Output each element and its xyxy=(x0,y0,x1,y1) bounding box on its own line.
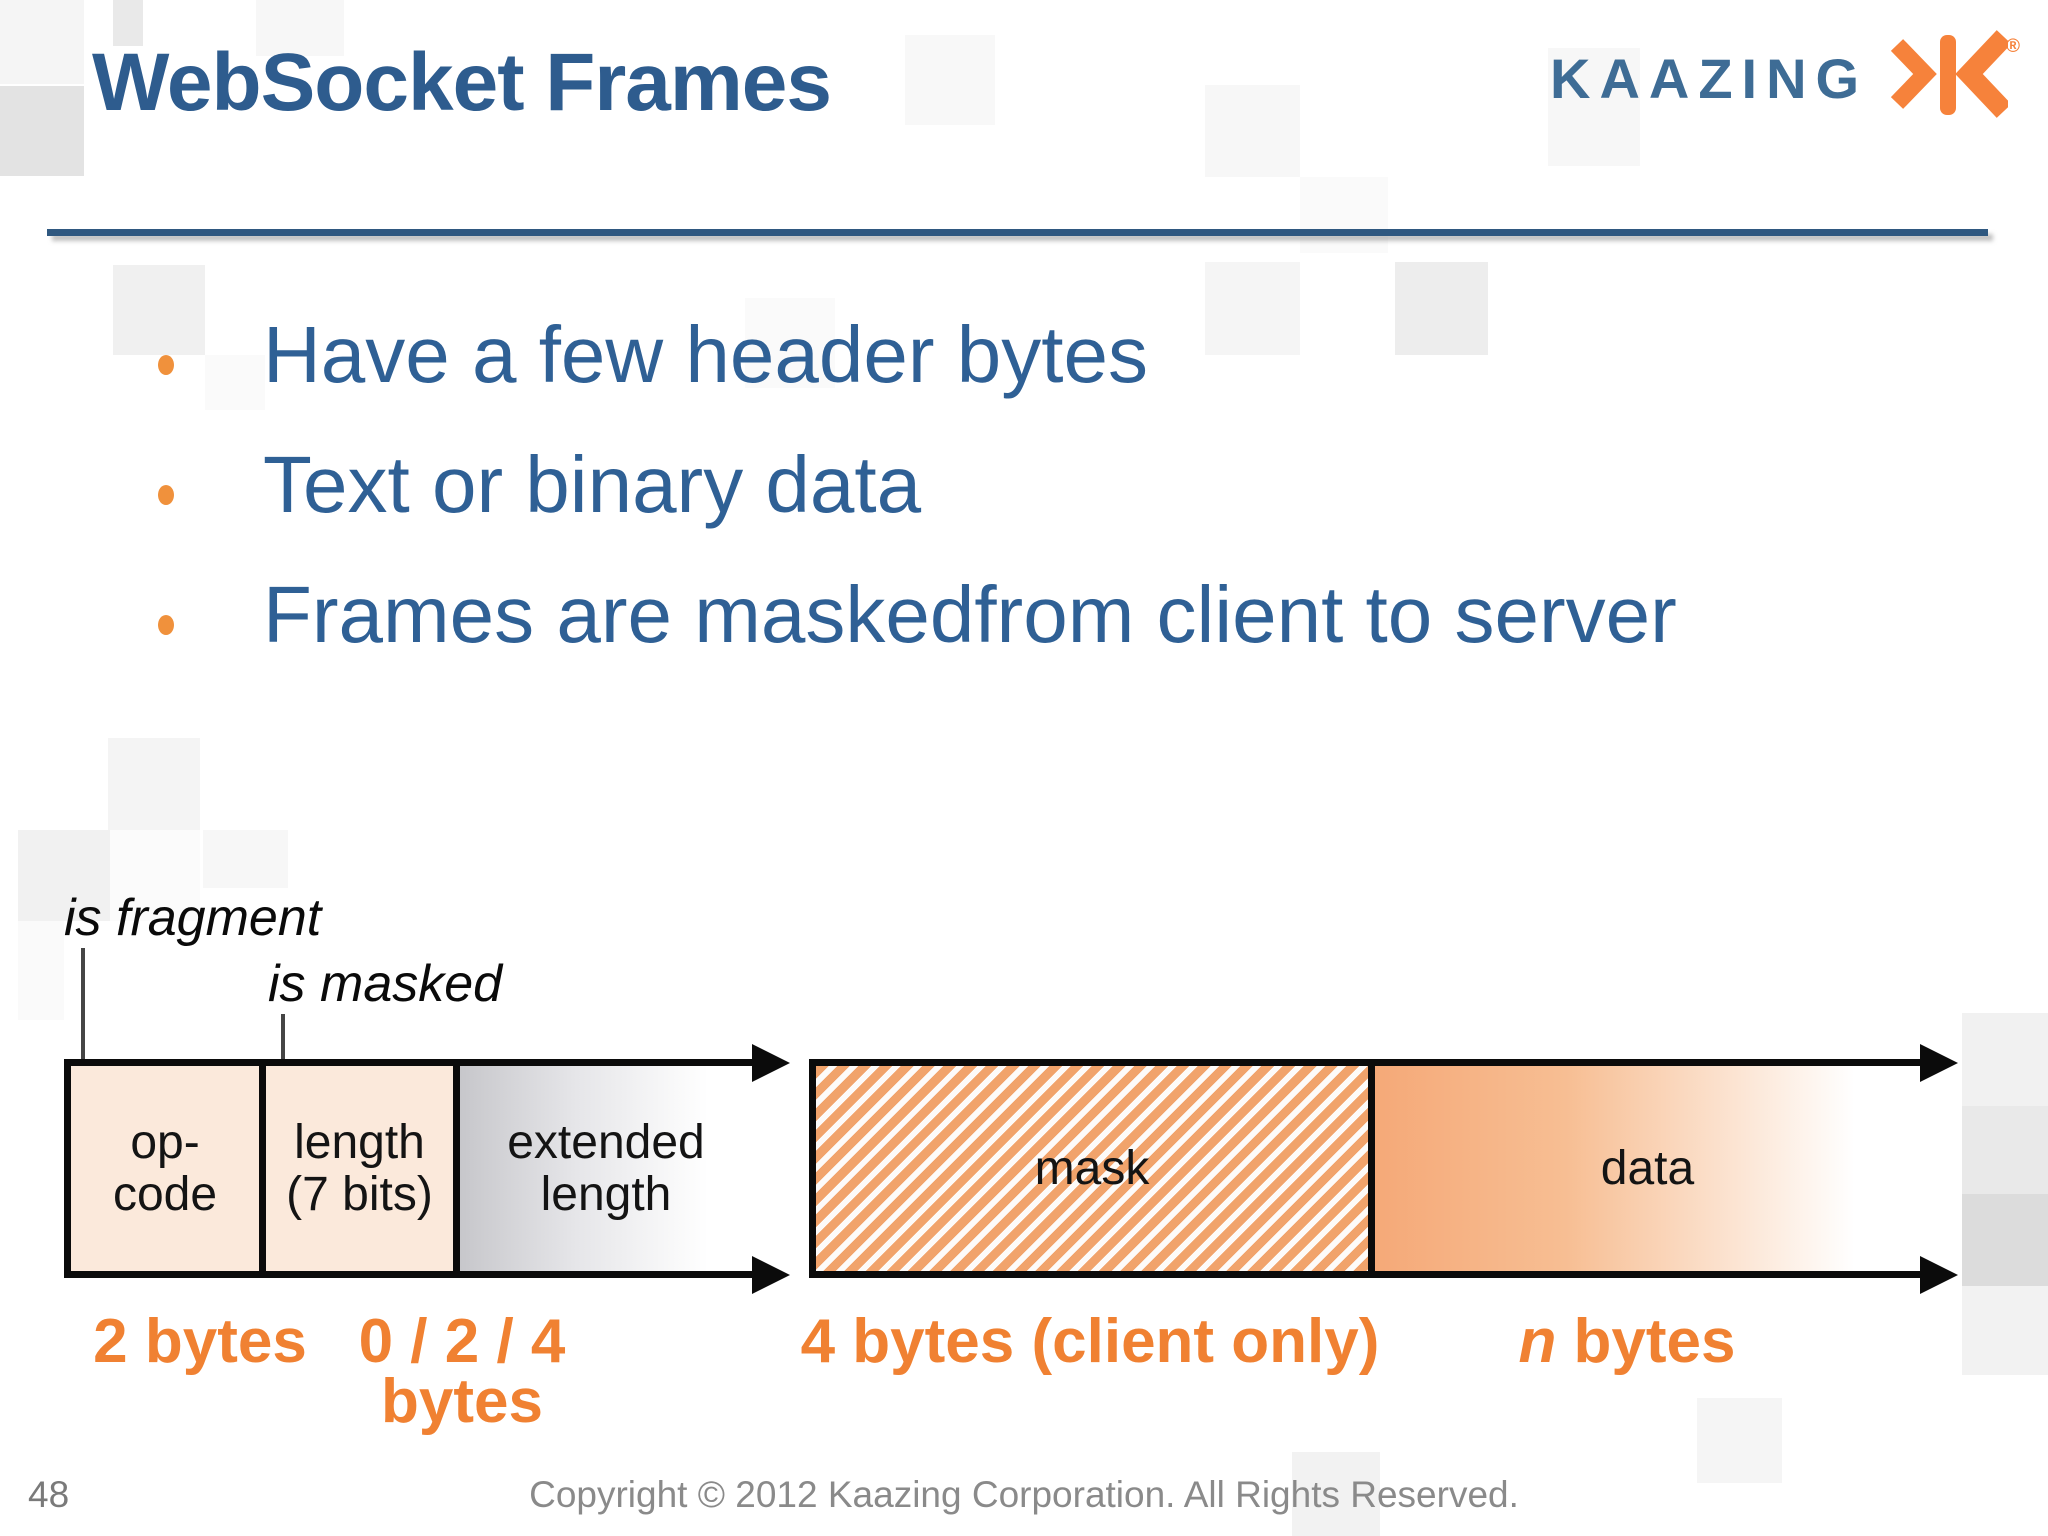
bullet-item: Have a few header bytes xyxy=(150,313,1970,423)
bg-square xyxy=(1962,1194,2048,1286)
bg-square xyxy=(256,0,344,56)
page-number: 48 xyxy=(28,1474,70,1515)
length-extended-divider xyxy=(453,1059,460,1278)
bullet-item: Text or binary data xyxy=(150,443,1970,553)
bullet-item: Frames are maskedfrom client to server xyxy=(150,573,1970,683)
divider-line xyxy=(47,229,1988,236)
bullet-text: Frames are maskedfrom client to server xyxy=(263,570,1677,659)
bg-square xyxy=(108,738,200,830)
field-mask-label: mask xyxy=(1034,1141,1150,1195)
callout-is-masked: is masked xyxy=(268,955,503,1013)
header-left-border xyxy=(64,1059,71,1278)
payload-bottom-line xyxy=(809,1271,1920,1278)
arrow-right-icon xyxy=(1920,1256,1958,1294)
field-extended-label: extended xyxy=(507,1115,705,1169)
bg-square xyxy=(1962,1013,2048,1106)
size-label-extended-line2: bytes xyxy=(381,1367,543,1436)
callout-line-fragment xyxy=(81,948,85,1062)
callout-is-fragment: is fragment xyxy=(64,889,322,947)
opcode-length-divider xyxy=(259,1059,266,1278)
mask-left-border xyxy=(809,1059,816,1278)
kaazing-logo-mark-icon xyxy=(1890,30,2008,118)
bg-square xyxy=(1395,262,1488,355)
header-bottom-line xyxy=(64,1271,752,1278)
kaazing-logo-text: KAAZING xyxy=(1550,47,1869,110)
field-opcode-label: op- xyxy=(130,1115,200,1169)
bg-square xyxy=(1697,1398,1782,1483)
bg-square xyxy=(1548,48,1640,166)
field-length: length (7 bits) xyxy=(266,1066,453,1271)
bg-square xyxy=(113,265,205,355)
size-label-extended-line1: 0 / 2 / 4 xyxy=(358,1307,566,1376)
field-length-label: length xyxy=(294,1115,425,1169)
bullet-dot-icon xyxy=(158,485,174,505)
bg-square xyxy=(1962,1286,2048,1375)
bg-square xyxy=(0,0,84,84)
size-label-data: n bytes xyxy=(1518,1307,1736,1376)
bg-square xyxy=(0,86,84,176)
bg-square xyxy=(205,355,265,410)
arrow-right-icon xyxy=(752,1256,790,1294)
payload-top-line xyxy=(809,1059,1920,1066)
bg-square xyxy=(110,830,200,921)
bg-square xyxy=(905,35,995,125)
field-opcode: op- code xyxy=(71,1066,259,1271)
bg-square xyxy=(745,298,835,388)
mask-data-divider xyxy=(1368,1059,1375,1278)
registered-trademark-icon: ® xyxy=(2006,36,2020,57)
arrow-right-icon xyxy=(1920,1044,1958,1082)
arrow-right-icon xyxy=(752,1044,790,1082)
bullet-dot-icon xyxy=(158,355,174,375)
field-extended-length: extended length xyxy=(460,1066,752,1271)
bg-square xyxy=(113,0,143,46)
copyright-text: Copyright © 2012 Kaazing Corporation. Al… xyxy=(529,1474,1519,1515)
header-top-line xyxy=(64,1059,752,1066)
bullet-dot-icon xyxy=(158,615,174,635)
bg-square xyxy=(203,830,288,888)
field-data-label: data xyxy=(1600,1141,1695,1195)
callout-line-masked xyxy=(281,1014,285,1062)
bg-square xyxy=(1292,1452,1380,1536)
bullet-text: Have a few header bytes xyxy=(263,310,1148,399)
bullet-text: Text or binary data xyxy=(263,440,922,529)
field-mask: mask xyxy=(816,1066,1368,1271)
field-data: data xyxy=(1375,1066,1920,1271)
bg-square xyxy=(18,921,64,1020)
size-label-header: 2 bytes xyxy=(93,1307,307,1376)
bg-square xyxy=(18,830,110,921)
bg-square xyxy=(1962,1106,2048,1194)
size-label-mask: 4 bytes (client only) xyxy=(800,1307,1380,1376)
page-title: WebSocket Frames xyxy=(92,37,832,128)
bg-square xyxy=(1205,85,1300,177)
bg-square xyxy=(1300,177,1388,253)
bg-square xyxy=(1205,262,1300,355)
